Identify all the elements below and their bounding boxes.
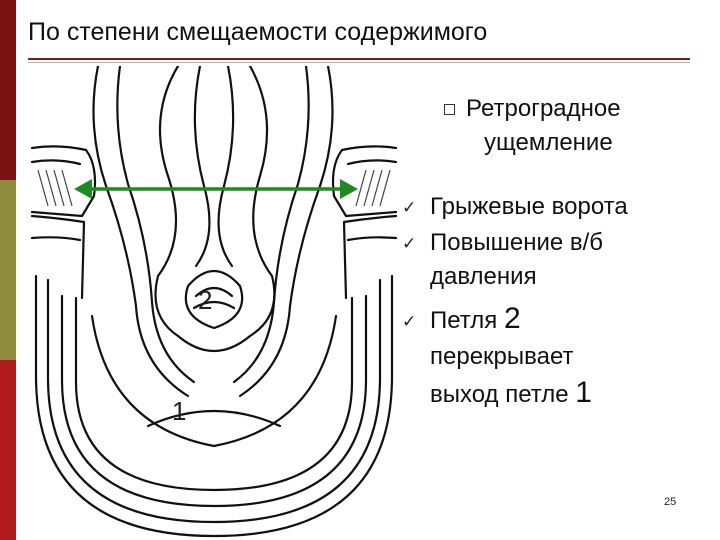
hollow-square-bullet-icon (444, 104, 455, 115)
list-item-2-line-1: Повышение в/б (430, 229, 604, 256)
checkmark-icon: ✓ (402, 234, 417, 253)
checkmark-icon: ✓ (402, 198, 417, 217)
list-item-1: Грыжевые ворота (430, 193, 628, 220)
checkmark-icon: ✓ (402, 312, 417, 331)
heading-line-1: Ретроградное (466, 95, 621, 122)
heading-line-2: ущемление (484, 129, 613, 156)
list-item-3-line-1: Петля 2 (430, 304, 521, 336)
loop-label-1: 1 (172, 396, 187, 426)
list-item-3-text: Петля (430, 307, 504, 334)
hernia-gate-arrow (74, 179, 358, 199)
list-item-3-line-3: выход петле 1 (430, 378, 592, 410)
page-number: 25 (664, 496, 677, 508)
slide-title: По степени смещаемости содержимого (28, 18, 488, 46)
list-item-3-text-2: выход петле (430, 381, 576, 408)
sidebar-segment-middle (0, 180, 16, 360)
sidebar-segment-bottom (0, 360, 16, 540)
list-item-2-line-2: давления (430, 263, 537, 290)
title-divider (28, 58, 690, 60)
sidebar-stripe (0, 0, 16, 540)
sidebar-segment-top (0, 0, 16, 180)
list-item-3-loop-number-2: 1 (575, 376, 592, 409)
list-item-3-loop-number: 2 (503, 302, 521, 335)
hernia-illustration (30, 66, 398, 538)
loop-label-2: 2 (198, 285, 213, 315)
title-divider-thin (28, 62, 690, 63)
list-item-3-line-2: перекрывает (430, 343, 574, 370)
